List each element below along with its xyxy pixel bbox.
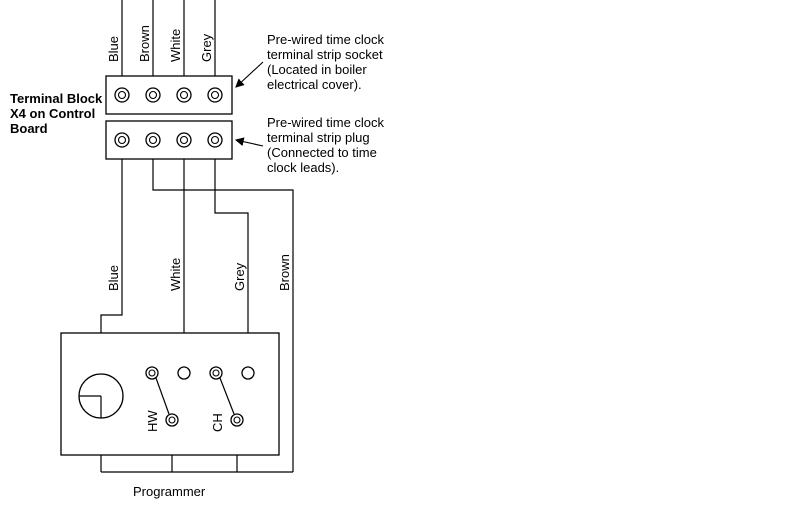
programmer-leads bbox=[100, 159, 294, 473]
top-wires bbox=[121, 0, 216, 76]
lead-label-blue: Blue bbox=[106, 265, 121, 291]
terminal-strip-socket bbox=[105, 75, 233, 115]
lead-label-grey: Grey bbox=[232, 262, 247, 291]
switch-label-hw: HW bbox=[145, 410, 160, 432]
top-wire-labels: Blue Brown White Grey bbox=[106, 25, 214, 62]
terminal-block-label: Terminal Block X4 on Control Board bbox=[10, 91, 106, 136]
hw-switch-arm bbox=[155, 377, 170, 415]
programmer-box: HW CH bbox=[60, 332, 280, 456]
switch-label-ch: CH bbox=[210, 413, 225, 432]
lead-label-brown: Brown bbox=[277, 254, 292, 291]
plug-arrow bbox=[234, 137, 264, 147]
socket-note: Pre-wired time clock terminal strip sock… bbox=[267, 32, 388, 92]
ch-switch-arm bbox=[219, 377, 235, 415]
plug-note: Pre-wired time clock terminal strip plug… bbox=[267, 115, 388, 175]
top-wire-label-blue: Blue bbox=[106, 36, 121, 62]
socket-arrow bbox=[235, 61, 264, 88]
lead-label-white: White bbox=[168, 258, 183, 291]
lead-labels: Blue White Grey Brown bbox=[106, 254, 292, 291]
top-wire-label-grey: Grey bbox=[199, 33, 214, 62]
top-wire-label-brown: Brown bbox=[137, 25, 152, 62]
terminal-strip-plug bbox=[105, 120, 233, 160]
programmer-title: Programmer bbox=[133, 484, 206, 499]
top-wire-label-white: White bbox=[168, 29, 183, 62]
